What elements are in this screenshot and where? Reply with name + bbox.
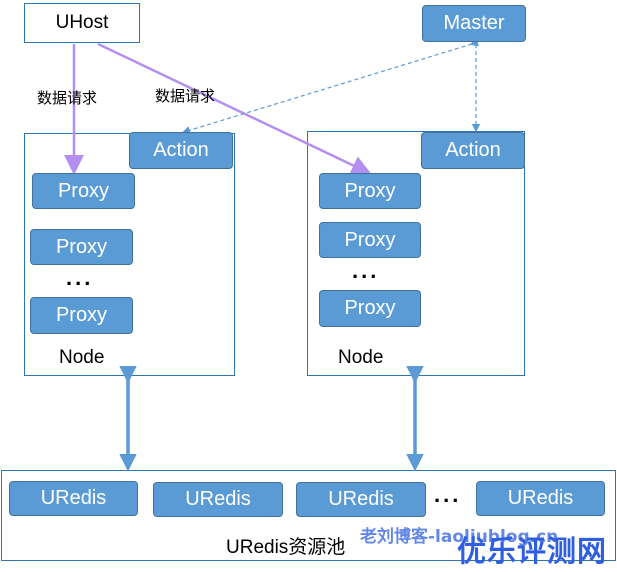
uredis-box-4: URedis: [476, 481, 605, 516]
proxy-box-right-1: Proxy: [319, 173, 421, 209]
action-box-right: Action: [421, 132, 525, 169]
master-box: Master: [422, 5, 526, 42]
proxy-box-left-1: Proxy: [32, 173, 135, 209]
data-request-label-right: 数据请求: [155, 88, 216, 105]
uhost-box: UHost: [24, 3, 140, 43]
uredis-box-2: URedis: [153, 482, 283, 517]
master-link-left: [181, 38, 479, 135]
node-label-right: Node: [338, 347, 384, 368]
action-box-left: Action: [129, 132, 233, 169]
uredis-box-3: URedis: [296, 482, 426, 517]
proxy-box-left-2: Proxy: [30, 229, 133, 265]
watermark-blog: 老刘博客-laoliublog.cn: [360, 527, 559, 547]
uredis-ellipsis: ...: [434, 482, 462, 507]
node-label-left: Node: [59, 347, 105, 368]
proxy-box-left-3: Proxy: [30, 297, 133, 334]
uhost-label: UHost: [55, 12, 109, 33]
uredis-box-1: URedis: [9, 481, 138, 516]
watermark-site: 优乐评测网: [457, 534, 608, 568]
data-request-label-left: 数据请求: [37, 90, 98, 107]
proxy-box-right-3: Proxy: [319, 290, 421, 327]
proxy-ellipsis-right: ...: [352, 258, 380, 283]
uredis-pool-label: URedis资源池: [226, 537, 346, 558]
proxy-ellipsis-left: ...: [66, 265, 94, 290]
proxy-box-right-2: Proxy: [319, 222, 421, 258]
